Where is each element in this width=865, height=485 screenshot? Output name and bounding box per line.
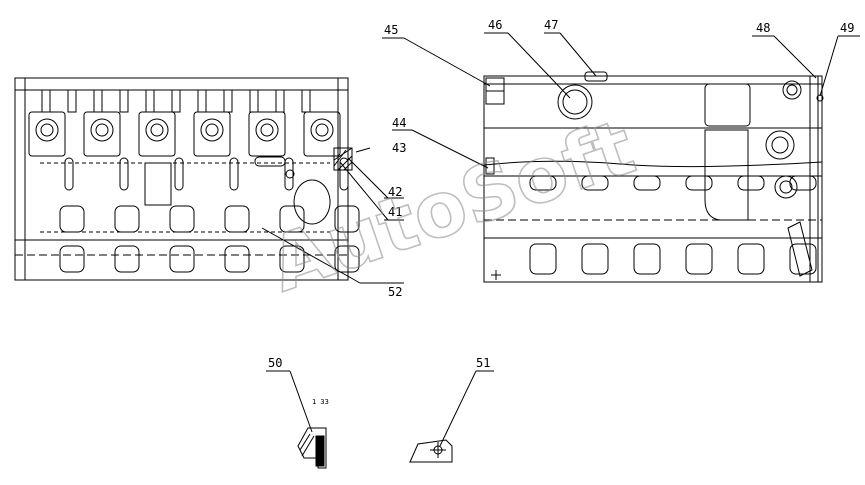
bore-circle xyxy=(200,118,224,142)
lower-pocket xyxy=(169,205,195,233)
block-rib xyxy=(223,89,233,113)
lower-pocket xyxy=(59,245,85,273)
callout-45: 45 xyxy=(384,23,398,37)
lower-pocket xyxy=(169,245,195,273)
side-pocket xyxy=(685,243,713,275)
side-pocket xyxy=(737,243,765,275)
side-pocket xyxy=(581,175,609,191)
lower-pocket xyxy=(224,245,250,273)
callout-42: 42 xyxy=(388,185,402,199)
lower-pocket xyxy=(334,245,360,273)
lower-pocket xyxy=(114,205,140,233)
lower-pocket xyxy=(279,245,305,273)
callout-47: 47 xyxy=(544,18,558,32)
slot xyxy=(284,157,294,191)
callout-44: 44 xyxy=(392,116,406,130)
callout-46: 46 xyxy=(488,18,502,32)
bore-circle-inner xyxy=(95,123,109,137)
side-pocket xyxy=(633,243,661,275)
callout-52: 52 xyxy=(388,285,402,299)
left-block-view xyxy=(14,77,360,281)
callout-43: 43 xyxy=(392,141,406,155)
bore-boss xyxy=(248,111,286,157)
side-pocket xyxy=(685,175,713,191)
block-rib xyxy=(93,89,103,113)
slot xyxy=(64,157,74,191)
right-block-view xyxy=(483,71,824,283)
block-rib xyxy=(41,89,51,113)
bore-circle-inner xyxy=(205,123,219,137)
side-pocket xyxy=(789,175,817,191)
bore-circle-inner xyxy=(150,123,164,137)
bore-circle xyxy=(90,118,114,142)
bore-circle xyxy=(255,118,279,142)
side-pocket xyxy=(581,243,609,275)
bore-boss xyxy=(303,111,341,157)
callout-41: 41 xyxy=(388,205,402,219)
side-pocket xyxy=(529,243,557,275)
bore-circle-inner xyxy=(40,123,54,137)
detail-51 xyxy=(409,439,453,463)
block-rib xyxy=(197,89,207,113)
block-rib xyxy=(171,89,181,113)
side-pocket xyxy=(737,175,765,191)
lower-pocket xyxy=(114,245,140,273)
bore-circle xyxy=(310,118,334,142)
bore-boss xyxy=(83,111,121,157)
bore-boss xyxy=(28,111,66,157)
detail-50-annotation: 1 33 xyxy=(312,398,329,406)
bore-boss xyxy=(193,111,231,157)
block-rib xyxy=(301,89,311,113)
side-pocket xyxy=(633,175,661,191)
bore-circle-inner xyxy=(315,123,329,137)
lower-pocket xyxy=(334,205,360,233)
slot xyxy=(229,157,239,191)
bore-boss xyxy=(138,111,176,157)
slot xyxy=(339,157,349,191)
bore-circle xyxy=(145,118,169,142)
bore-circle-inner xyxy=(260,123,274,137)
callout-49: 49 xyxy=(840,21,854,35)
block-rib xyxy=(249,89,259,113)
slot xyxy=(119,157,129,191)
lower-pocket xyxy=(59,205,85,233)
callout-48: 48 xyxy=(756,21,770,35)
leader-lines xyxy=(261,32,860,447)
bore-circle xyxy=(35,118,59,142)
block-rib xyxy=(67,89,77,113)
side-pocket xyxy=(529,175,557,191)
callout-labels: 41 42 43 44 45 46 47 48 49 50 51 52 1 33 xyxy=(268,18,854,406)
block-rib xyxy=(119,89,129,113)
block-rib xyxy=(275,89,285,113)
block-rib xyxy=(145,89,155,113)
slot xyxy=(174,157,184,191)
callout-50: 50 xyxy=(268,356,282,370)
lower-pocket xyxy=(224,205,250,233)
detail-50 xyxy=(297,427,327,469)
callout-51: 51 xyxy=(476,356,490,370)
